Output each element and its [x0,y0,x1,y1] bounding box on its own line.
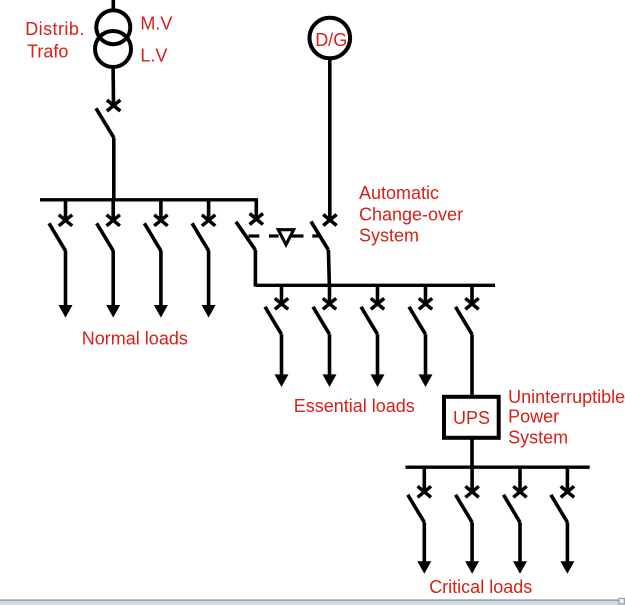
svg-text:Uninterruptible: Uninterruptible [508,387,625,407]
svg-text:Normal loads: Normal loads [82,329,188,349]
svg-text:Distrib.: Distrib. [25,19,85,39]
svg-text:M.V: M.V [140,14,172,34]
svg-text:Trafo: Trafo [27,42,68,62]
svg-text:Automatic: Automatic [359,183,439,203]
svg-text:UPS: UPS [453,408,490,428]
svg-text:System: System [508,428,568,448]
svg-text:Essential loads: Essential loads [294,396,415,416]
svg-text:Critical loads: Critical loads [429,577,532,597]
svg-text:Change-over: Change-over [359,205,463,225]
svg-text:System: System [359,226,419,246]
svg-text:Power: Power [508,407,559,427]
svg-text:D/G: D/G [315,30,347,50]
svg-text:L.V: L.V [140,46,167,66]
